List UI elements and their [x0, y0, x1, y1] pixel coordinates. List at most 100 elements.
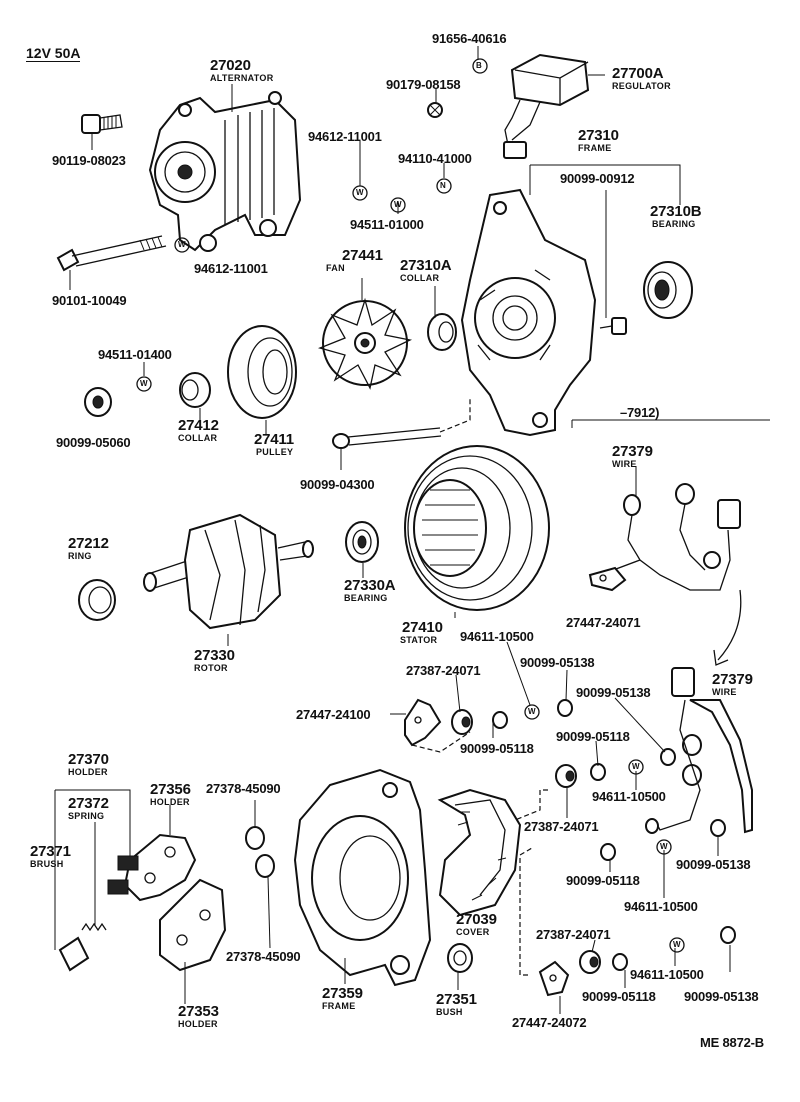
part-number-27411: 27411: [254, 431, 294, 448]
rotor-27330-drawing: [143, 513, 314, 630]
part-number-27356: 27356: [150, 781, 191, 798]
nut-90099-05138-a-drawing: [557, 699, 573, 717]
part-number-27371: 27371: [30, 843, 71, 860]
collar-27412-drawing: [179, 372, 211, 408]
part-number-90099-00912: 90099-00912: [560, 171, 635, 186]
range-note: –7912): [620, 405, 660, 420]
part-name-brush: BRUSH: [30, 859, 64, 869]
part-name-frame: FRAME: [322, 1001, 356, 1011]
part-number-90099-04300: 90099-04300: [300, 477, 375, 492]
part-number-27387-24071: 27387-24071: [406, 663, 481, 678]
nut-90099-05138-b-drawing: [660, 748, 676, 766]
terminal-clip-27447-24100-drawing: [404, 698, 471, 753]
part-number-27700A: 27700A: [612, 65, 664, 82]
marker-w-icon: W: [660, 842, 668, 851]
part-name-alternator: ALTERNATOR: [210, 73, 274, 83]
nut-90099-05118-a-drawing: [492, 711, 508, 729]
part-number-90099-05118: 90099-05118: [582, 989, 656, 1004]
part-number-90119-08023: 90119-08023: [52, 153, 126, 168]
marker-w-icon: W: [528, 707, 536, 716]
bush-27351-drawing: [447, 943, 473, 973]
part-name-rotor: ROTOR: [194, 663, 228, 673]
part-number-27387-24071: 27387-24071: [536, 927, 611, 942]
part-number-27370: 27370: [68, 751, 109, 768]
marker-b-icon: B: [476, 61, 482, 70]
bolt-90119-08023-drawing: [81, 114, 123, 150]
part-number-94612-11001: 94612-11001: [194, 261, 268, 276]
part-name-collar: COLLAR: [400, 273, 440, 283]
screw-90099-00912-drawing: [599, 317, 627, 335]
part-number-94612-11001: 94612-11001: [308, 129, 382, 144]
part-number-94611-10500: 94611-10500: [624, 899, 698, 914]
part-number-27359: 27359: [322, 985, 363, 1002]
frame-27359-drawing: [293, 768, 432, 987]
part-number-27330: 27330: [194, 647, 235, 664]
part-name-stator: STATOR: [400, 635, 438, 645]
insulator-27387-24071-a-drawing: [451, 709, 473, 735]
marker-w-icon: W: [394, 200, 402, 209]
part-name-wire: WIRE: [712, 687, 737, 697]
clip-27447-24071-drawing: [588, 566, 627, 592]
part-name-holder: HOLDER: [68, 767, 108, 777]
part-number-27387-24071: 27387-24071: [524, 819, 599, 834]
part-number-27353: 27353: [178, 1003, 219, 1020]
part-number-90099-05060: 90099-05060: [56, 435, 131, 450]
part-name-spring: SPRING: [68, 811, 105, 821]
stator-27410-drawing: [404, 445, 550, 611]
part-number-27039: 27039: [456, 911, 497, 928]
part-number-27379: 27379: [612, 443, 653, 460]
part-name-regulator: REGULATOR: [612, 81, 671, 91]
spring-27372-drawing: [81, 922, 107, 932]
part-number-90099-05118: 90099-05118: [566, 873, 640, 888]
frame-27310-drawing: [460, 188, 597, 437]
part-number-27410: 27410: [402, 619, 443, 636]
part-number-27310: 27310: [578, 127, 619, 144]
part-number-90099-05138: 90099-05138: [520, 655, 595, 670]
ring-27212-drawing: [78, 579, 116, 621]
part-name-bearing: BEARING: [344, 593, 388, 603]
part-name-bearing: BEARING: [652, 219, 696, 229]
part-number-90099-05118: 90099-05118: [556, 729, 630, 744]
part-number-27310B: 27310B: [650, 203, 702, 220]
part-number-27330A: 27330A: [344, 577, 396, 594]
part-number-91656-40616: 91656-40616: [432, 31, 507, 46]
alternator-assembly-drawing: [148, 91, 302, 252]
part-number-90099-05138: 90099-05138: [684, 989, 759, 1004]
part-number-27447-24100: 27447-24100: [296, 707, 371, 722]
wire-harness-27379-upper-drawing: [599, 483, 741, 591]
part-number-27020: 27020: [210, 57, 251, 74]
part-name-wire: WIRE: [612, 459, 637, 469]
part-name-fan: FAN: [326, 263, 345, 273]
part-name-holder: HOLDER: [150, 797, 190, 807]
insulator-27378-45090-b-drawing: [255, 854, 275, 878]
marker-w-icon: W: [673, 940, 681, 949]
part-name-collar: COLLAR: [178, 433, 218, 443]
fan-27441-drawing: [317, 297, 413, 390]
insulator-27387-24071-b-drawing: [509, 764, 577, 823]
part-number-27212: 27212: [68, 535, 109, 552]
regulator-27700A-drawing: [503, 53, 605, 159]
part-number-27441: 27441: [342, 247, 383, 264]
reference-code: ME 8872-B: [700, 1035, 764, 1050]
insulator-27378-45090-a-drawing: [245, 826, 265, 850]
part-number-27378-45090: 27378-45090: [226, 949, 301, 964]
part-number-90099-05138: 90099-05138: [576, 685, 651, 700]
marker-w-icon: W: [178, 240, 186, 249]
part-name-cover: COVER: [456, 927, 490, 937]
marker-w-icon: W: [356, 188, 364, 197]
part-number-94611-10500: 94611-10500: [630, 967, 704, 982]
part-number-94611-10500: 94611-10500: [460, 629, 534, 644]
part-number-94511-01400: 94511-01400: [98, 347, 172, 362]
nut-90099-05060-drawing: [84, 387, 112, 417]
range-bracket-line: [571, 419, 770, 428]
nut-90099-05118-d-drawing: [612, 953, 628, 971]
wire-harness-27379-lower-drawing: [645, 667, 753, 834]
leader-lines: [143, 46, 731, 1014]
part-number-90179-08158: 90179-08158: [386, 77, 461, 92]
direction-arrow-icon: [713, 589, 742, 666]
insulator-27387-24071-c-drawing: [579, 950, 601, 974]
marker-n-icon: N: [440, 181, 446, 190]
part-number-27351: 27351: [436, 991, 477, 1008]
